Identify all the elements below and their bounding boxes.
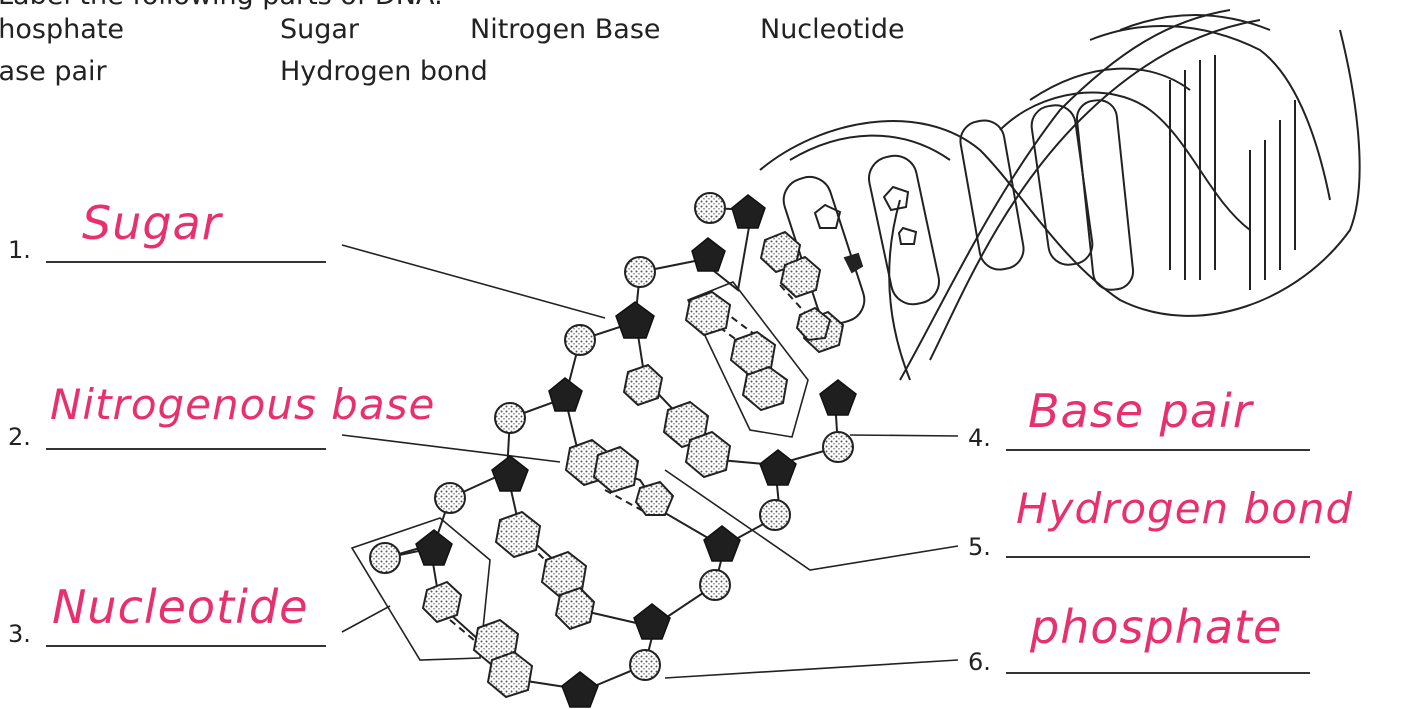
phosphates: [369, 192, 854, 681]
word-bank-sugar: Sugar: [280, 14, 360, 45]
item-3-answer[interactable]: Nucleotide: [52, 580, 309, 634]
item-1-blank: [46, 261, 326, 263]
highlight-boxes: [350, 281, 809, 661]
item-5-blank: [1006, 556, 1310, 558]
item-4-blank: [1006, 449, 1310, 451]
bases: [421, 230, 845, 699]
item-2-answer[interactable]: Nitrogenous base: [50, 380, 436, 429]
item-3-number: 3.: [8, 620, 31, 648]
item-2-blank: [46, 448, 326, 450]
instruction: Label the following parts of DNA:: [0, 0, 443, 11]
item-3-blank: [46, 645, 326, 647]
item-4-number: 4.: [968, 424, 991, 452]
item-2-number: 2.: [8, 423, 31, 451]
item-1-answer[interactable]: Sugar: [82, 196, 222, 250]
item-4-answer[interactable]: Base pair: [1028, 384, 1253, 438]
item-5-answer[interactable]: Hydrogen bond: [1016, 484, 1354, 533]
helix-ribbon: [759, 9, 1361, 381]
word-bank-phosphate: Phosphate: [0, 14, 124, 45]
item-6-number: 6.: [968, 648, 991, 676]
item-6-blank: [1006, 672, 1310, 674]
leader-lines: [341, 244, 959, 679]
item-6-answer[interactable]: phosphate: [1030, 600, 1283, 654]
item-1-number: 1.: [8, 236, 31, 264]
word-bank-hydrogen-bond: Hydrogen bond: [280, 56, 488, 87]
sugars: [415, 194, 857, 708]
word-bank-base-pair: Base pair: [0, 56, 107, 87]
item-5-number: 5.: [968, 533, 991, 561]
word-bank-nucleotide: Nucleotide: [760, 14, 905, 45]
word-bank-nitrogen-base: Nitrogen Base: [470, 14, 661, 45]
